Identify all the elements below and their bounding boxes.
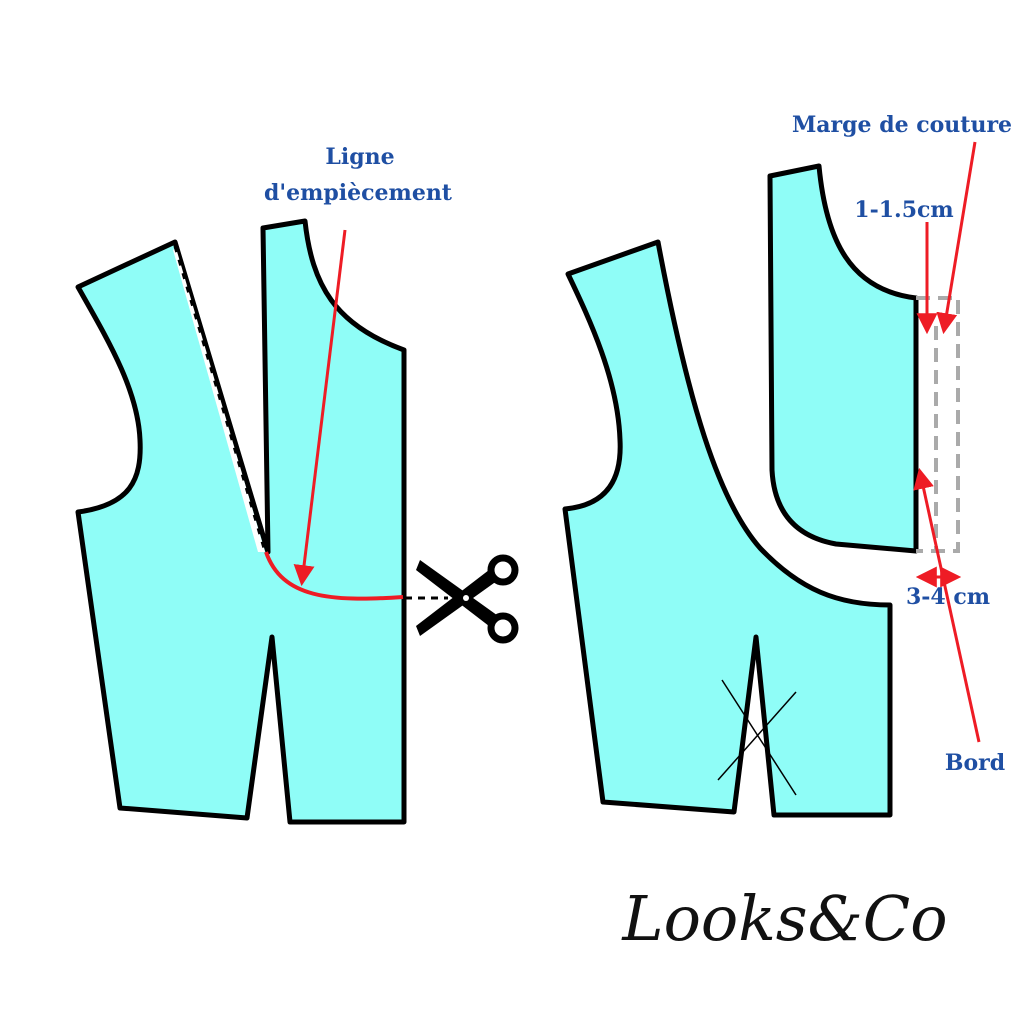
yoke-line <box>264 551 404 601</box>
edge-arrow <box>913 467 981 743</box>
original-bodice-pattern <box>75 218 448 825</box>
yoke-line-label: d'empiècement <box>264 180 453 206</box>
seam-allowance-label: Marge de couture <box>792 112 1012 138</box>
yoke-piece <box>767 163 919 554</box>
annotation-arrows <box>913 141 981 743</box>
allowance-width-label: 1-1.5cm <box>854 197 953 223</box>
lower-front-piece <box>562 239 893 818</box>
seam-allowance-guides <box>916 296 960 553</box>
yoke-shape <box>767 163 919 554</box>
yoke-line-label: Ligne <box>325 144 394 170</box>
dart-cross-line <box>721 679 797 796</box>
dart-cross-line <box>717 691 797 781</box>
seam-allowance-arrow <box>936 141 977 335</box>
bodice-piece-full <box>75 218 407 825</box>
yoke-pointer-arrow <box>293 229 347 587</box>
lower-front-shape <box>562 239 893 818</box>
brand-logo: Looks&Co <box>621 882 947 955</box>
dotted-neckline <box>173 245 268 549</box>
edge-label: Bord <box>945 750 1005 776</box>
facing-width-label: 3-4 cm <box>906 584 990 610</box>
scissors-icon <box>416 554 519 644</box>
